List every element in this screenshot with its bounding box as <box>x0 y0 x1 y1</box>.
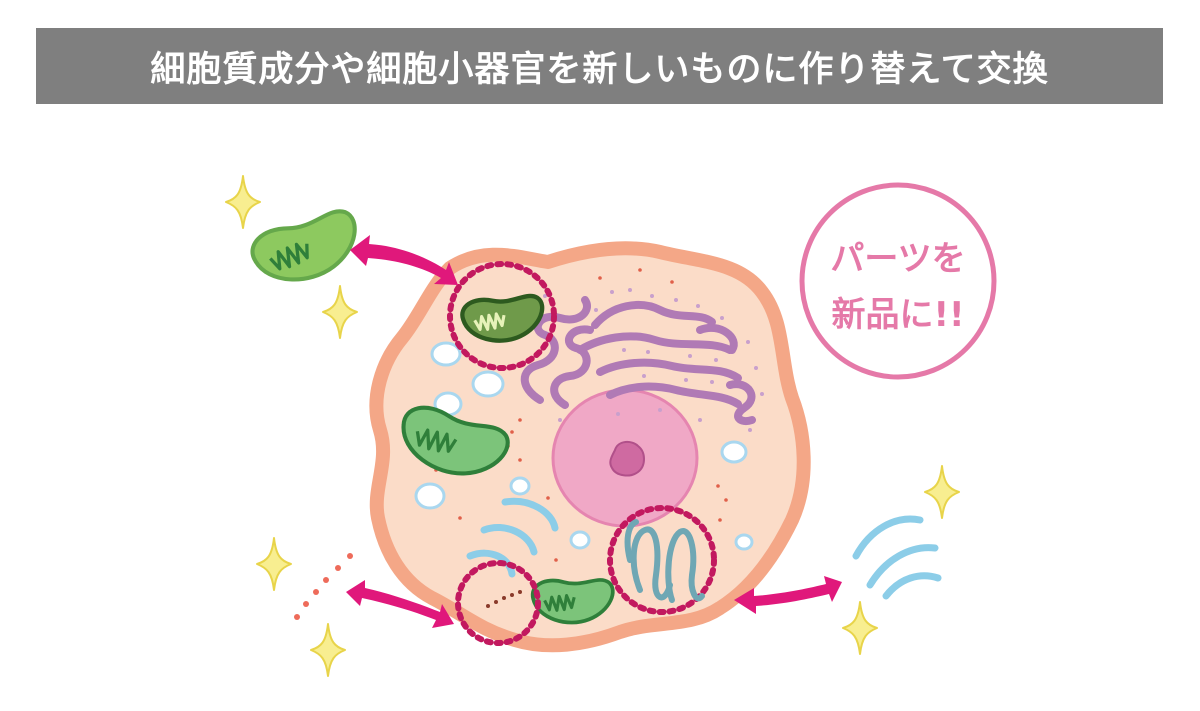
sparkle-icon <box>225 175 261 229</box>
badge-line2: 新品に!! <box>831 295 964 335</box>
highlight-circle-er <box>607 505 717 615</box>
double-arrow-icon <box>734 576 842 614</box>
mitochondrion-inner-bottom <box>529 572 618 629</box>
sparkle-icon <box>322 285 358 339</box>
er-old <box>624 519 705 603</box>
er-new <box>852 515 942 600</box>
cytoplasm-particles-old <box>486 590 522 608</box>
mitochondrion-new <box>247 201 367 295</box>
badge-circle <box>799 182 997 380</box>
sparkle-icon <box>924 465 960 519</box>
sparkle-icon <box>310 623 346 677</box>
badge-line1: パーツを <box>830 239 965 279</box>
title-text: 細胞質成分や細胞小器官を新しいものに作り替えて交換 <box>150 49 1049 90</box>
mitochondrion-old <box>460 290 547 347</box>
endoplasmic-reticulum <box>466 497 559 578</box>
mitochondrion-inner-left <box>396 403 512 482</box>
title-banner: 細胞質成分や細胞小器官を新しいものに作り替えて交換 <box>36 28 1163 104</box>
golgi-apparatus <box>520 296 756 425</box>
vesicles <box>414 341 754 551</box>
sparkle-icon <box>842 601 878 655</box>
cytoplasm-particles-new <box>294 553 353 620</box>
highlight-circle-mitochondrion <box>447 261 557 371</box>
nucleolus <box>609 440 645 477</box>
highlight-circle-cytoplasm <box>455 560 541 646</box>
double-arrow-icon <box>350 235 458 285</box>
sparkle-icon <box>256 537 292 591</box>
double-arrow-icon <box>346 580 454 628</box>
